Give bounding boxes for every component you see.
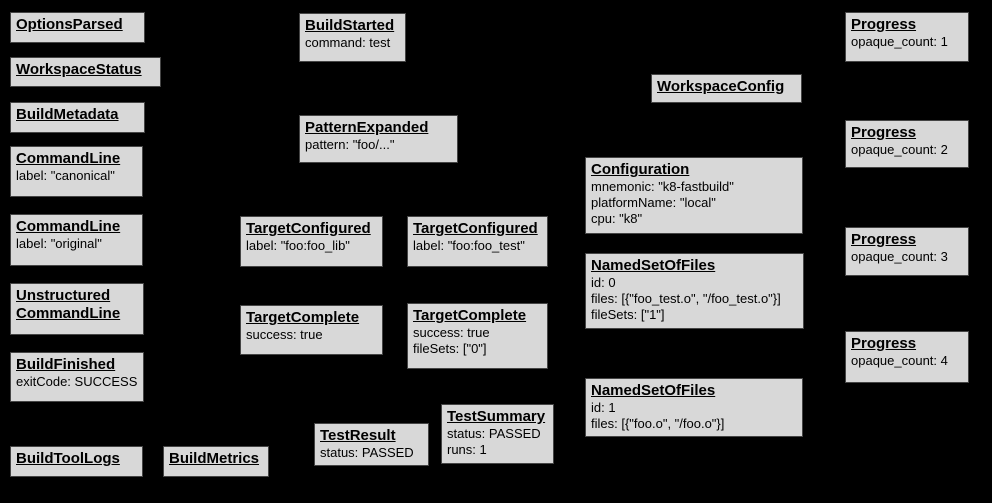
event-title: Progress (851, 231, 917, 248)
event-box-workspace-status: WorkspaceStatus (10, 57, 161, 87)
event-title: TargetConfigured (246, 220, 371, 237)
event-title: WorkspaceConfig (657, 78, 785, 95)
event-field: exitCode: SUCCESS (16, 374, 138, 389)
event-field: label: "foo:foo_lib" (246, 238, 350, 253)
event-box-options-parsed: OptionsParsed (10, 12, 145, 43)
event-box-named-set-of-files-1: NamedSetOfFiles id: 1 files: [{"foo.o", … (585, 378, 803, 437)
event-box-build-started: BuildStarted command: test (299, 13, 406, 62)
event-title: NamedSetOfFiles (591, 257, 716, 274)
event-field: success: true (246, 327, 323, 342)
event-title: TestSummary (447, 408, 546, 425)
event-title: BuildStarted (305, 17, 395, 34)
event-box-build-finished: BuildFinished exitCode: SUCCESS (10, 352, 144, 402)
event-field: mnemonic: "k8-fastbuild" (591, 179, 734, 194)
event-field: cpu: "k8" (591, 211, 643, 226)
event-box-progress-3: Progress opaque_count: 3 (845, 227, 969, 276)
event-title: WorkspaceStatus (16, 61, 142, 78)
event-title: Progress (851, 335, 917, 352)
event-field: id: 1 (591, 400, 616, 415)
event-box-build-metadata: BuildMetadata (10, 102, 145, 133)
event-box-test-result: TestResult status: PASSED (314, 423, 429, 466)
event-field: files: [{"foo_test.o", "/foo_test.o"}] (591, 291, 781, 306)
event-box-test-summary: TestSummary status: PASSED runs: 1 (441, 404, 554, 464)
event-title: Configuration (591, 161, 690, 178)
event-field: status: PASSED (320, 445, 414, 460)
event-field: fileSets: ["1"] (591, 307, 665, 322)
event-box-build-metrics: BuildMetrics (163, 446, 269, 477)
event-title: Progress (851, 124, 917, 141)
event-box-progress-4: Progress opaque_count: 4 (845, 331, 969, 383)
event-field: opaque_count: 3 (851, 249, 948, 264)
event-field: fileSets: ["0"] (413, 341, 487, 356)
event-title: PatternExpanded (305, 119, 429, 136)
event-field: status: PASSED (447, 426, 541, 441)
event-box-named-set-of-files-0: NamedSetOfFiles id: 0 files: [{"foo_test… (585, 253, 804, 329)
event-title: TargetConfigured (413, 220, 538, 237)
event-box-command-line-canonical: CommandLine label: "canonical" (10, 146, 143, 197)
event-title: BuildMetrics (169, 450, 260, 467)
event-box-build-tool-logs: BuildToolLogs (10, 446, 143, 477)
event-field: pattern: "foo/..." (305, 137, 395, 152)
event-box-command-line-original: CommandLine label: "original" (10, 214, 143, 266)
event-title: BuildMetadata (16, 106, 119, 123)
event-box-workspace-config: WorkspaceConfig (651, 74, 802, 103)
event-box-configuration: Configuration mnemonic: "k8-fastbuild" p… (585, 157, 803, 234)
event-box-progress-2: Progress opaque_count: 2 (845, 120, 969, 168)
event-box-target-configured-test: TargetConfigured label: "foo:foo_test" (407, 216, 548, 267)
event-title: BuildToolLogs (16, 450, 120, 467)
event-box-progress-1: Progress opaque_count: 1 (845, 12, 969, 62)
event-box-target-configured-lib: TargetConfigured label: "foo:foo_lib" (240, 216, 383, 267)
event-title: TestResult (320, 427, 396, 444)
event-field: platformName: "local" (591, 195, 716, 210)
event-field: opaque_count: 1 (851, 34, 948, 49)
event-box-target-complete-lib: TargetComplete success: true (240, 305, 383, 355)
event-field: files: [{"foo.o", "/foo.o"}] (591, 416, 725, 431)
event-title: Unstructured CommandLine (16, 287, 121, 322)
event-title: CommandLine (16, 218, 121, 235)
event-title: CommandLine (16, 150, 121, 167)
event-title: TargetComplete (413, 307, 527, 324)
event-title: Progress (851, 16, 917, 33)
event-field: label: "original" (16, 236, 102, 251)
event-field: label: "canonical" (16, 168, 115, 183)
event-field: opaque_count: 4 (851, 353, 948, 368)
event-box-unstructured-command-line: Unstructured CommandLine (10, 283, 144, 335)
event-title: OptionsParsed (16, 16, 123, 33)
event-field: label: "foo:foo_test" (413, 238, 525, 253)
event-title: NamedSetOfFiles (591, 382, 716, 399)
event-field: id: 0 (591, 275, 616, 290)
event-box-pattern-expanded: PatternExpanded pattern: "foo/..." (299, 115, 458, 163)
event-box-target-complete-test: TargetComplete success: true fileSets: [… (407, 303, 548, 369)
event-title: TargetComplete (246, 309, 360, 326)
event-field: runs: 1 (447, 442, 487, 457)
event-title: BuildFinished (16, 356, 116, 373)
event-field: opaque_count: 2 (851, 142, 948, 157)
event-field: success: true (413, 325, 490, 340)
event-field: command: test (305, 35, 391, 50)
